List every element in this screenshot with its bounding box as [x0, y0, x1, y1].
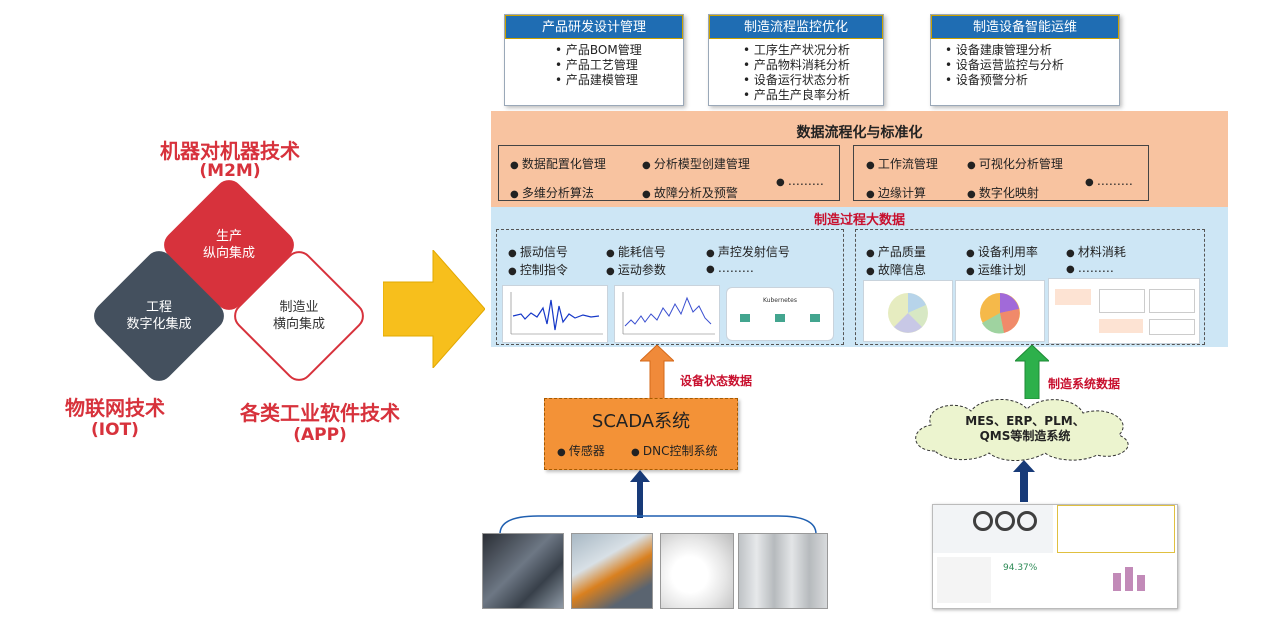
iot-title: 物联网技术 — [65, 396, 165, 420]
card-item: 设备预警分析 — [945, 73, 1119, 88]
bigdata-item: 运动参数 — [606, 261, 666, 278]
scada-title: SCADA系统 — [591, 411, 691, 432]
vibration-signal-chart — [502, 285, 608, 343]
bigdata-right-panel — [855, 229, 1205, 345]
standard-item: ……… — [776, 174, 824, 188]
standard-item: 可视化分析管理 — [967, 155, 1063, 172]
equipment-bracket — [499, 515, 817, 535]
bigdata-item: 振动信号 — [508, 243, 568, 260]
bigdata-item: 控制指令 — [508, 261, 568, 278]
standard-item: ……… — [1085, 174, 1133, 188]
card-rd-design: 产品研发设计管理 产品BOM管理 产品工艺管理 产品建模管理 — [504, 14, 684, 106]
gauge-icon — [973, 511, 993, 531]
card-title: 制造流程监控优化 — [709, 15, 883, 39]
bigdata-item: 能耗信号 — [606, 243, 666, 260]
standard-item: 分析模型创建管理 — [642, 155, 750, 172]
gauge-icon — [1017, 511, 1037, 531]
standard-item: 边缘计算 — [866, 184, 926, 201]
card-item: 产品生产良率分析 — [743, 88, 883, 103]
energy-signal-chart — [614, 285, 720, 343]
card-item: 产品BOM管理 — [555, 43, 683, 58]
standardization-band — [491, 111, 1228, 207]
card-item: 设备运行状态分析 — [743, 73, 883, 88]
bigdata-item: 运维计划 — [966, 261, 1026, 278]
diamond-left-label: 工程 数字化集成 — [126, 300, 192, 332]
cube-icon — [810, 314, 821, 322]
scada-item: 传感器 — [557, 442, 605, 459]
card-item: 产品工艺管理 — [555, 58, 683, 73]
up-arrow-navy-icon — [1013, 460, 1035, 502]
standard-item: 数字化映射 — [967, 184, 1039, 201]
standard-item: 工作流管理 — [866, 155, 938, 172]
factory-photo-2 — [571, 533, 653, 609]
kubernetes-panel: Kubernetes — [726, 287, 834, 341]
dashboard-metric: 94.37% — [1003, 563, 1038, 573]
card-title: 制造设备智能运维 — [931, 15, 1119, 39]
app-abbr: (APP) — [293, 425, 347, 445]
device-status-label: 设备状态数据 — [680, 374, 753, 388]
diamond-top-label: 生产 纵向集成 — [202, 229, 255, 261]
card-item: 设备建康管理分析 — [945, 43, 1119, 58]
mes-dashboard-thumbnail: 94.37% — [932, 504, 1178, 609]
standard-item: 多维分析算法 — [510, 184, 594, 201]
up-arrow-green-icon — [1015, 345, 1049, 399]
card-item: 工序生产状况分析 — [743, 43, 883, 58]
card-item: 设备运营监控与分析 — [945, 58, 1119, 73]
bigdata-title: 制造过程大数据 — [813, 213, 905, 228]
cube-icon — [774, 314, 785, 322]
big-arrow-icon — [383, 250, 485, 368]
pie-chart-thumbnail — [863, 280, 953, 342]
m2m-abbr: (M2M) — [199, 161, 261, 181]
report-thumbnail — [1048, 278, 1200, 344]
standard-item: 数据配置化管理 — [510, 155, 606, 172]
bigdata-item: ……… — [1066, 261, 1114, 275]
agv-photo — [660, 533, 734, 609]
cabinet-photo — [738, 533, 828, 609]
cloud-icon — [915, 398, 1129, 461]
card-title: 产品研发设计管理 — [505, 15, 683, 39]
up-arrow-orange-icon — [640, 345, 674, 399]
pie-chart-thumbnail — [955, 280, 1045, 342]
bigdata-item: 材料消耗 — [1066, 243, 1126, 260]
bigdata-item: 产品质量 — [866, 243, 926, 260]
scada-item: DNC控制系统 — [631, 442, 718, 459]
iot-abbr: (IOT) — [91, 420, 139, 440]
card-process-monitor: 制造流程监控优化 工序生产状况分析 产品物料消耗分析 设备运行状态分析 产品生产… — [708, 14, 884, 106]
manufacturing-data-label: 制造系统数据 — [1048, 377, 1121, 391]
bigdata-left-panel — [496, 229, 844, 345]
cube-icon — [739, 314, 750, 322]
kubernetes-label: Kubernetes — [763, 297, 797, 304]
diamond-right-label: 制造业 横向集成 — [272, 300, 325, 332]
card-item: 产品物料消耗分析 — [743, 58, 883, 73]
mes-systems-text: MES、ERP、PLM、QMS等制造系统 — [965, 414, 1085, 443]
bigdata-item: ……… — [706, 261, 754, 275]
bigdata-item: 故障信息 — [866, 261, 926, 278]
up-arrow-navy-icon — [630, 470, 650, 518]
factory-photo-1 — [482, 533, 564, 609]
card-item: 产品建模管理 — [555, 73, 683, 88]
app-title: 各类工业软件技术 — [240, 401, 400, 425]
standard-item: 故障分析及预警 — [642, 184, 738, 201]
card-equipment-ops: 制造设备智能运维 设备建康管理分析 设备运营监控与分析 设备预警分析 — [930, 14, 1120, 106]
bigdata-item: 设备利用率 — [966, 243, 1038, 260]
gauge-icon — [995, 511, 1015, 531]
standardization-title: 数据流程化与标准化 — [796, 125, 923, 141]
bigdata-item: 声控发射信号 — [706, 243, 790, 260]
m2m-title: 机器对机器技术 — [160, 139, 300, 163]
